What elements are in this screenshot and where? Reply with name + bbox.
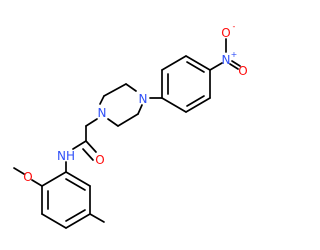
- bond: [72, 140, 87, 150]
- bond-double-inner: [186, 95, 205, 107]
- bond: [125, 83, 137, 92]
- bond: [117, 113, 139, 127]
- bond: [99, 95, 105, 105]
- bond-double-inner: [65, 209, 86, 222]
- bond: [41, 213, 67, 229]
- bond: [229, 63, 239, 70]
- bond: [107, 118, 119, 127]
- bond: [13, 167, 25, 175]
- bond: [65, 213, 91, 229]
- bond: [103, 83, 127, 97]
- bonds: [13, 38, 241, 229]
- atom-label-o-carbonyl: O: [95, 153, 104, 167]
- bond: [31, 179, 43, 187]
- atom-label-o-methoxy: O: [23, 170, 32, 184]
- atom-label-n-piperazine-1: N: [98, 106, 107, 120]
- bond: [231, 60, 241, 67]
- bond: [82, 148, 94, 161]
- bond-double-inner: [65, 178, 86, 191]
- bond: [85, 118, 98, 127]
- bond: [185, 55, 211, 71]
- bond-double-inner: [186, 61, 205, 73]
- bond: [185, 97, 211, 113]
- bond: [137, 104, 143, 115]
- atom-label-o-nitro-a: O: [221, 26, 230, 40]
- atom-label-n-amide: NH: [57, 149, 75, 163]
- atom-label-n-piperazine-4: N: [139, 92, 148, 106]
- molecule-diagram: N N NH O O N + O - O: [13, 22, 248, 229]
- atom-label-o-nitro-b: O: [238, 64, 247, 78]
- atom-labels: N N NH O O N + O - O: [23, 22, 247, 184]
- charge-plus: +: [231, 50, 238, 59]
- bond: [65, 171, 91, 187]
- bond: [89, 213, 105, 223]
- structure-svg: N N NH O O N + O - O: [13, 22, 248, 229]
- bond: [85, 140, 97, 153]
- atom-label-n-nitro: N: [222, 53, 231, 67]
- bond: [209, 62, 223, 71]
- bond: [161, 97, 187, 113]
- bond: [41, 171, 67, 187]
- bond: [161, 55, 187, 71]
- charge-minus: -: [233, 22, 236, 31]
